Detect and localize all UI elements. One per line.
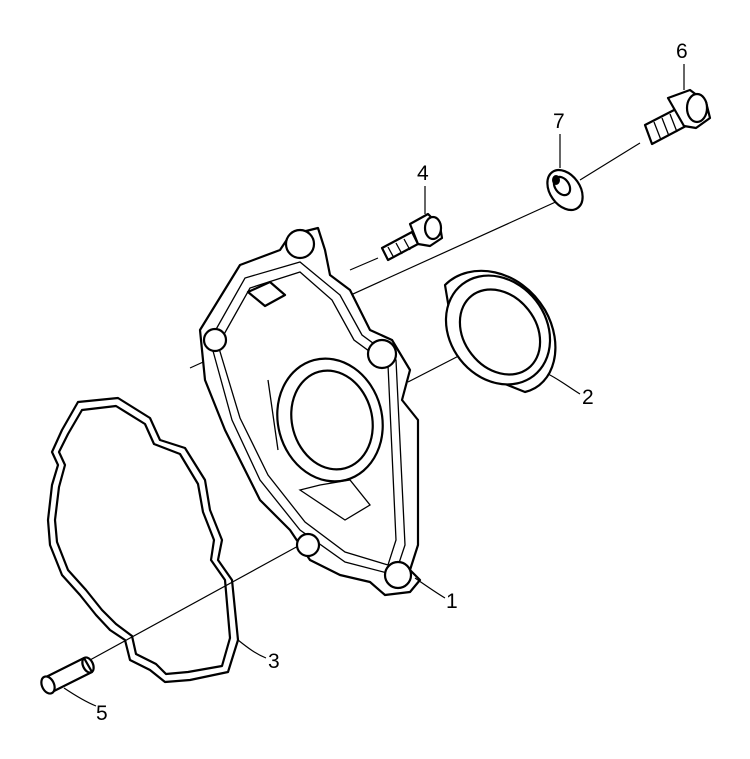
seal-housing-cover <box>198 226 422 597</box>
washer-7 <box>546 168 584 212</box>
callout-4: 4 <box>417 162 429 185</box>
callout-5: 5 <box>96 702 108 725</box>
callout-2: 2 <box>582 386 594 409</box>
gasket-ring-inner <box>53 404 232 676</box>
bolt-4 <box>380 212 444 262</box>
gasket-ring <box>46 396 240 684</box>
dowel-pin-5 <box>40 656 95 695</box>
callout-6: 6 <box>676 40 688 63</box>
callout-leaders <box>63 64 685 707</box>
shaft-seal <box>443 269 557 394</box>
callout-7: 7 <box>553 110 565 133</box>
callout-1: 1 <box>446 590 458 613</box>
bolt-6 <box>643 88 712 146</box>
callout-3: 3 <box>268 650 280 673</box>
